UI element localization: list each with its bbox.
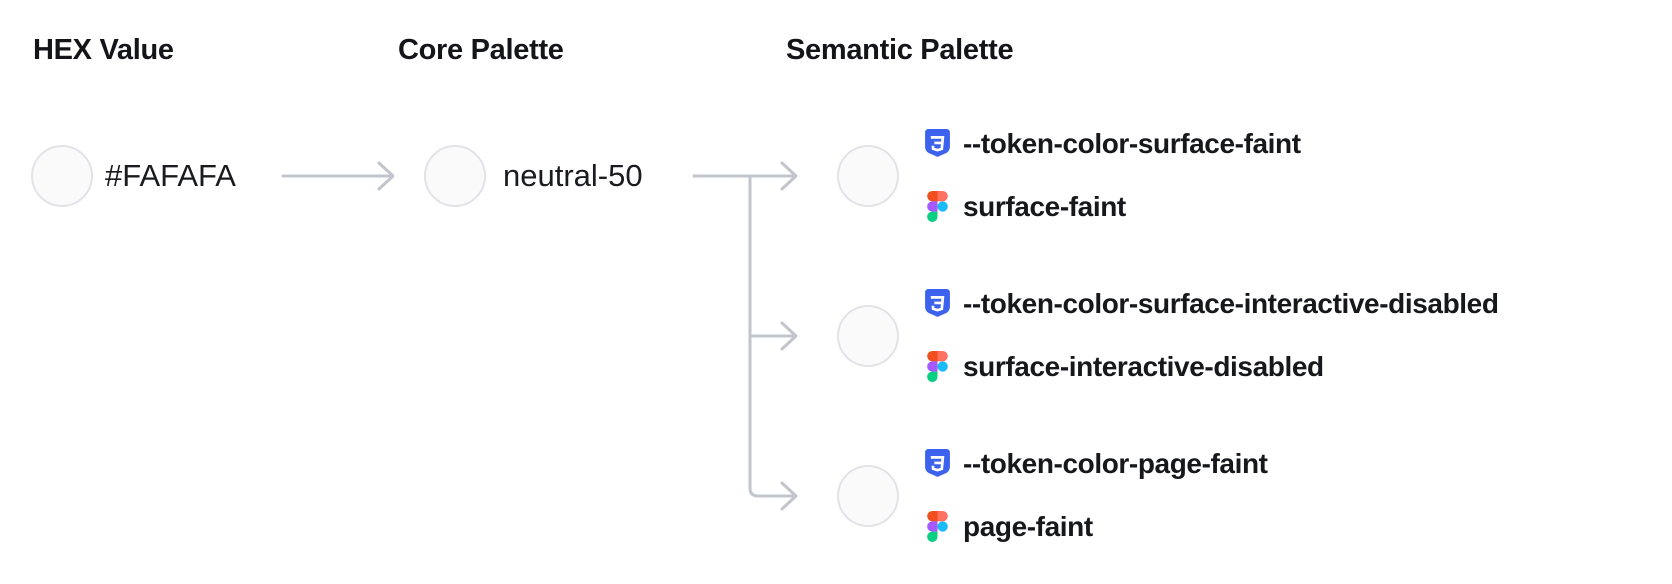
semantic-swatch-3 [837, 465, 899, 527]
arrow-trunk-and-elbow-to-semantic-3 [748, 174, 794, 498]
figma-icon [927, 191, 948, 222]
css-variable-name: --token-color-surface-faint [963, 128, 1301, 159]
figma-icon [927, 351, 948, 382]
semantic-swatch-1 [837, 145, 899, 207]
semantic-token-row: --token-color-page-faint page-faint [837, 449, 1672, 584]
css-variable-name: --token-color-page-faint [963, 448, 1268, 479]
hex-column-header: HEX Value [33, 34, 174, 66]
arrow-semantic-3-head [780, 481, 798, 511]
semantic-swatch-2 [837, 305, 899, 367]
semantic-token-row: --token-color-surface-interactive-disabl… [837, 289, 1672, 465]
semantic-token-row: --token-color-surface-faint surface-fain… [837, 129, 1672, 305]
core-name-label: neutral-50 [503, 158, 643, 193]
css-variable-name: --token-color-surface-interactive-disabl… [963, 288, 1499, 319]
semantic-column-header: Semantic Palette [786, 34, 1014, 66]
arrow-semantic-2-head [780, 321, 798, 351]
hex-value-label: #FAFAFA [105, 158, 236, 193]
core-color-swatch [424, 145, 486, 207]
hex-color-swatch [31, 145, 93, 207]
css3-icon [925, 129, 950, 157]
figma-style-name: surface-faint [963, 191, 1126, 222]
css3-icon [925, 289, 950, 317]
css3-icon [925, 449, 950, 477]
arrow-core-to-semantic-1-head [780, 161, 798, 191]
figma-style-name: surface-interactive-disabled [963, 351, 1324, 382]
arrow-hex-to-core-head [377, 161, 395, 191]
figma-style-name: page-faint [963, 511, 1093, 542]
core-column-header: Core Palette [398, 34, 564, 66]
figma-icon [927, 511, 948, 542]
